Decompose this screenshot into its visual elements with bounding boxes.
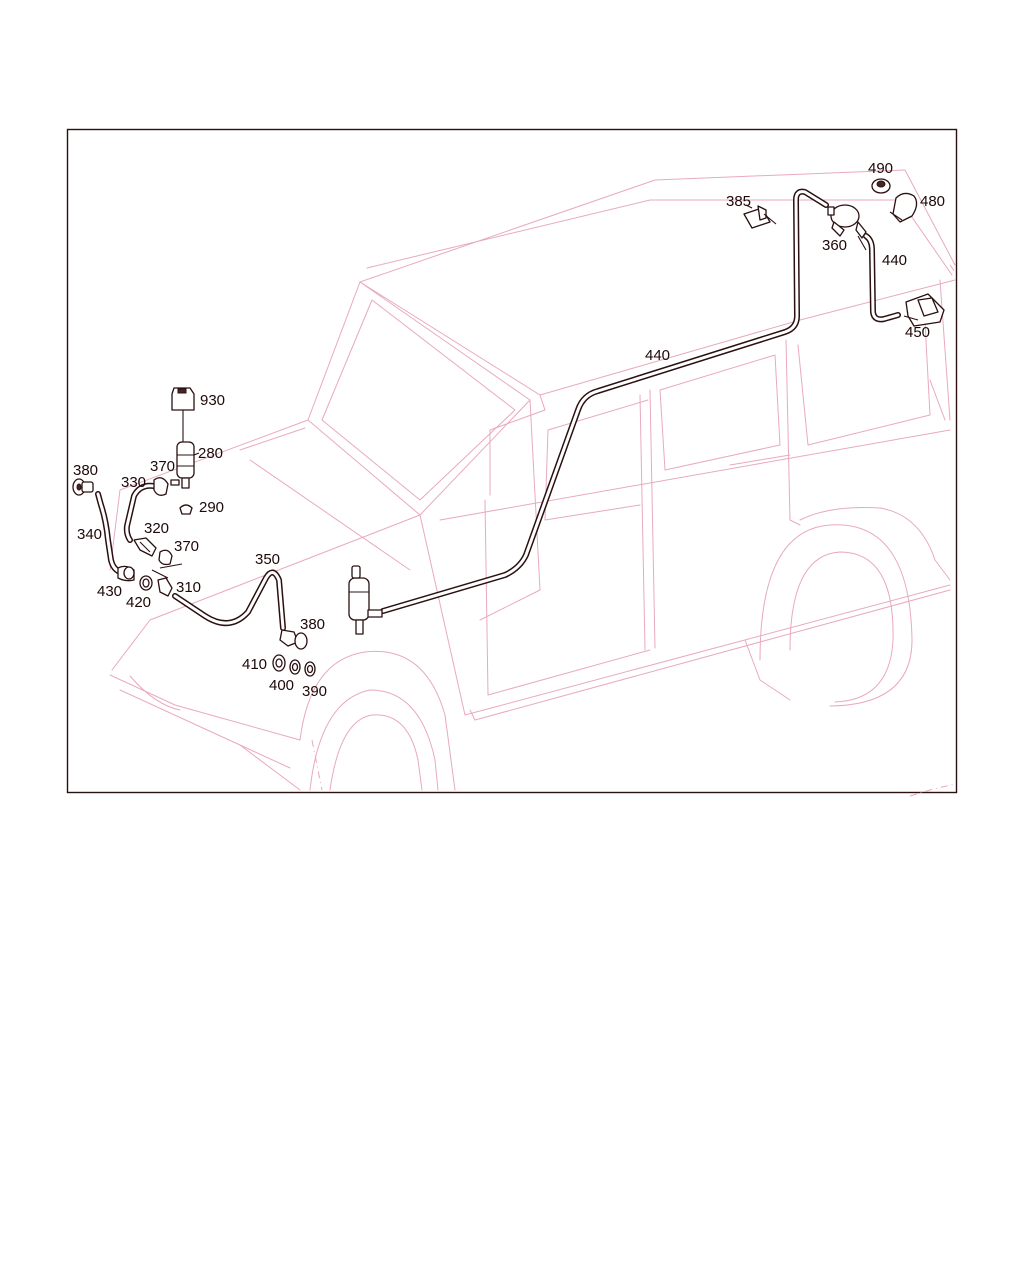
callout-440-main: 440 xyxy=(645,347,670,364)
valve-360 xyxy=(827,204,867,239)
callout-380-left: 380 xyxy=(73,462,98,479)
callout-280: 280 xyxy=(198,445,223,462)
callout-930: 930 xyxy=(200,392,225,409)
nozzle-450 xyxy=(903,293,945,327)
grommet-490 xyxy=(871,178,891,194)
callout-labels: 930 280 370 290 380 330 320 370 340 430 … xyxy=(73,160,945,700)
washer-pump-280 xyxy=(170,441,200,489)
callout-370-lower: 370 xyxy=(174,538,199,555)
hose-330 xyxy=(123,482,157,543)
callout-450: 450 xyxy=(905,324,930,341)
callout-380-middle: 380 xyxy=(300,616,325,633)
hose-340 xyxy=(95,491,123,575)
grommet-290 xyxy=(179,504,193,515)
check-valve-380-middle xyxy=(279,629,308,650)
callout-430: 430 xyxy=(97,583,122,600)
t-connector-320 xyxy=(133,537,157,557)
clip-480 xyxy=(889,192,918,223)
clamp-370-lower xyxy=(158,549,173,566)
ring-400 xyxy=(289,659,301,675)
hose-350 xyxy=(172,569,286,631)
hose-440-short xyxy=(863,233,901,323)
elbow-310 xyxy=(151,563,183,597)
callout-385: 385 xyxy=(726,193,751,210)
check-valve-380-left xyxy=(72,478,94,496)
diagram-frame xyxy=(66,128,958,794)
washer-pump-center xyxy=(348,565,383,635)
clamp-430 xyxy=(117,565,135,582)
callout-480: 480 xyxy=(920,193,945,210)
callout-420: 420 xyxy=(126,594,151,611)
ring-420 xyxy=(139,575,153,591)
callout-350: 350 xyxy=(255,551,280,568)
bracket-385 xyxy=(743,205,777,229)
clamp-370-upper xyxy=(153,477,169,496)
callout-400: 400 xyxy=(269,677,294,694)
callout-490: 490 xyxy=(868,160,893,177)
callout-360: 360 xyxy=(822,237,847,254)
callout-310: 310 xyxy=(176,579,201,596)
callout-440-short: 440 xyxy=(882,252,907,269)
leader-lines xyxy=(745,204,867,251)
callout-330: 330 xyxy=(121,474,146,491)
callout-410: 410 xyxy=(242,656,267,673)
callout-370-upper: 370 xyxy=(150,458,175,475)
hose-440-main xyxy=(380,188,829,614)
ring-410 xyxy=(272,654,286,672)
vehicle-outline xyxy=(109,169,956,797)
callout-320: 320 xyxy=(144,520,169,537)
connector-930 xyxy=(171,387,195,442)
callout-340: 340 xyxy=(77,526,102,543)
ring-390 xyxy=(304,661,316,677)
callout-390: 390 xyxy=(302,683,327,700)
callout-290: 290 xyxy=(199,499,224,516)
